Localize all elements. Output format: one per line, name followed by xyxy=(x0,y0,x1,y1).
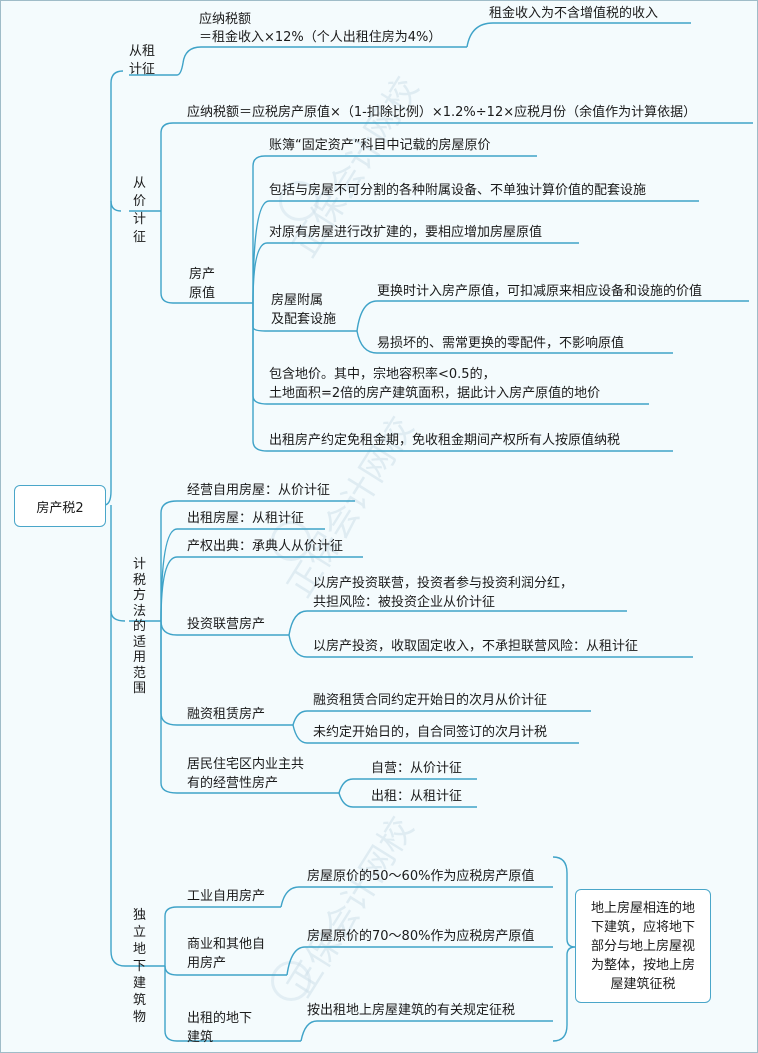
value-item: 包含地价。其中，宗地容积率<0.5的， 土地面积=2倍的房产建筑面积，据此计入房… xyxy=(269,367,601,401)
commercial-label: 商业和其他自 用房产 xyxy=(187,937,266,971)
residential-item: 自营：从价计征 xyxy=(371,761,463,776)
branch-value-label: 从 价 计 征 xyxy=(133,176,147,245)
value-item: 对原有房屋进行改扩建的，要相应增加房屋原值 xyxy=(269,225,543,240)
lease-item: 融资租赁合同约定开始日的次月从价计征 xyxy=(313,693,548,708)
connected-note-text: 地上房屋相连的地下建筑，应将地下部分与地上房屋视为整体，按地上房屋建筑征税 xyxy=(590,900,695,992)
value-item: 账簿“固定资产”科目中记载的房屋原价 xyxy=(269,138,491,153)
industrial-label: 工业自用房产 xyxy=(187,889,266,904)
rental-label: 出租的地下 建筑 xyxy=(187,1011,253,1045)
rent-note: 租金收入为不含增值税的收入 xyxy=(489,6,659,21)
investment-item: 以房产投资联营，投资者参与投资利润分红， 共担风险：被投资企业从价计征 xyxy=(313,576,574,610)
facility-item: 易损坏的、需常更换的零配件，不影响原值 xyxy=(377,336,625,351)
scope-item: 经营自用房屋：从价计征 xyxy=(187,483,331,498)
scope-item: 出租房屋：从租计征 xyxy=(187,511,305,526)
branch-rent-label: 从租 计征 xyxy=(129,44,156,77)
root-node: 房产税2 xyxy=(14,485,106,527)
residential-item: 出租：从租计征 xyxy=(371,789,463,804)
facilities-label: 房屋附属 及配套设施 xyxy=(271,293,337,327)
branch-underground-label: 独 立 地 下 建 筑 物 xyxy=(133,908,147,1025)
investment-label: 投资联营房产 xyxy=(187,617,266,632)
scope-item: 产权出典：承典人从价计征 xyxy=(187,539,344,554)
industrial-rule: 房屋原价的50～60%作为应税房产原值 xyxy=(307,869,535,884)
value-item: 包括与房屋不可分割的各种附属设备、不单独计算价值的配套设施 xyxy=(269,183,647,198)
connected-underground-note: 地上房屋相连的地下建筑，应将地下部分与地上房屋视为整体，按地上房屋建筑征税 xyxy=(575,889,711,1003)
lease-item: 未约定开始日的，自合同签订的次月计税 xyxy=(313,725,548,740)
investment-item: 以房产投资，收取固定收入，不承担联营风险：从租计征 xyxy=(313,639,639,654)
lease-label: 融资租赁房产 xyxy=(187,707,266,722)
value-item: 出租房产约定免租金期，免收租金期间产权所有人按原值纳税 xyxy=(269,433,621,448)
rent-formula: 应纳税额 ＝租金收入×12%（个人出租住房为4%） xyxy=(199,12,442,45)
rental-rule: 按出租地上房屋建筑的有关规定征税 xyxy=(307,1003,516,1018)
commercial-rule: 房屋原价的70～80%作为应税房产原值 xyxy=(307,929,535,944)
original-value-label: 房产 原值 xyxy=(189,267,216,301)
value-formula: 应纳税额＝应税房产原值×（1-扣除比例）×1.2%÷12×应税月份（余值作为计算… xyxy=(187,105,697,120)
branch-scope-label: 计 税 方 法 的 适 用 范 围 xyxy=(133,557,147,696)
facility-item: 更换时计入房产原值，可扣减原来相应设备和设施的价值 xyxy=(377,284,703,299)
residential-label: 居民住宅区内业主共 有的经营性房产 xyxy=(187,757,305,791)
